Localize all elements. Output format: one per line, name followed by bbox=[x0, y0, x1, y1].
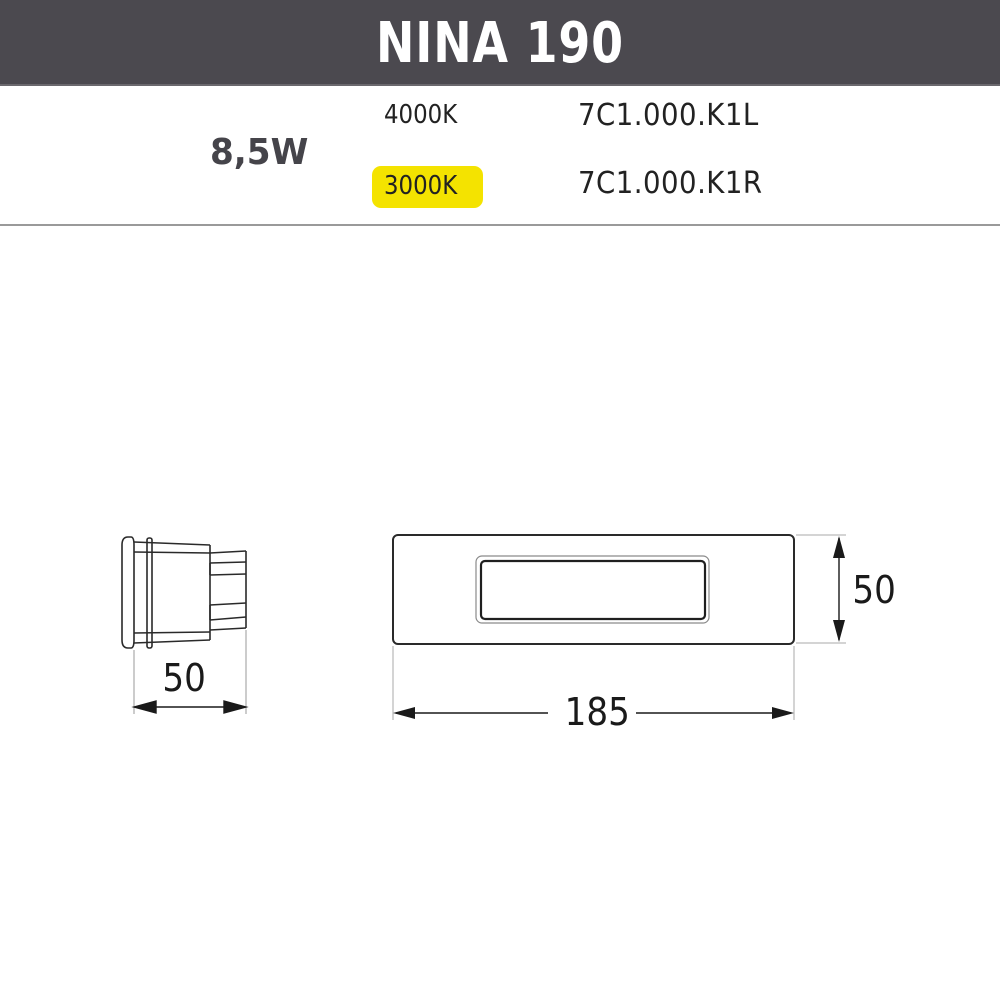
header-bar bbox=[0, 0, 1000, 86]
power-rating: 8,5W bbox=[210, 132, 309, 173]
product-title: NINA 190 bbox=[376, 11, 624, 76]
product-code-4000k: 7C1.000.K1L bbox=[578, 98, 759, 133]
section-divider bbox=[0, 224, 1000, 226]
side-depth-dimension bbox=[133, 630, 247, 714]
front-width-dimension bbox=[392, 646, 795, 720]
color-temp-4000k: 4000K bbox=[384, 100, 458, 130]
side-view-drawing bbox=[121, 536, 247, 649]
side-depth-label: 50 bbox=[162, 656, 206, 700]
color-temp-3000k: 3000K bbox=[384, 171, 458, 201]
front-width-label: 185 bbox=[559, 690, 636, 734]
product-code-3000k: 7C1.000.K1R bbox=[578, 166, 763, 201]
front-height-dimension bbox=[796, 534, 846, 644]
highlight-badge bbox=[372, 166, 483, 208]
front-height-label: 50 bbox=[852, 568, 896, 612]
front-view-drawing bbox=[392, 534, 795, 645]
